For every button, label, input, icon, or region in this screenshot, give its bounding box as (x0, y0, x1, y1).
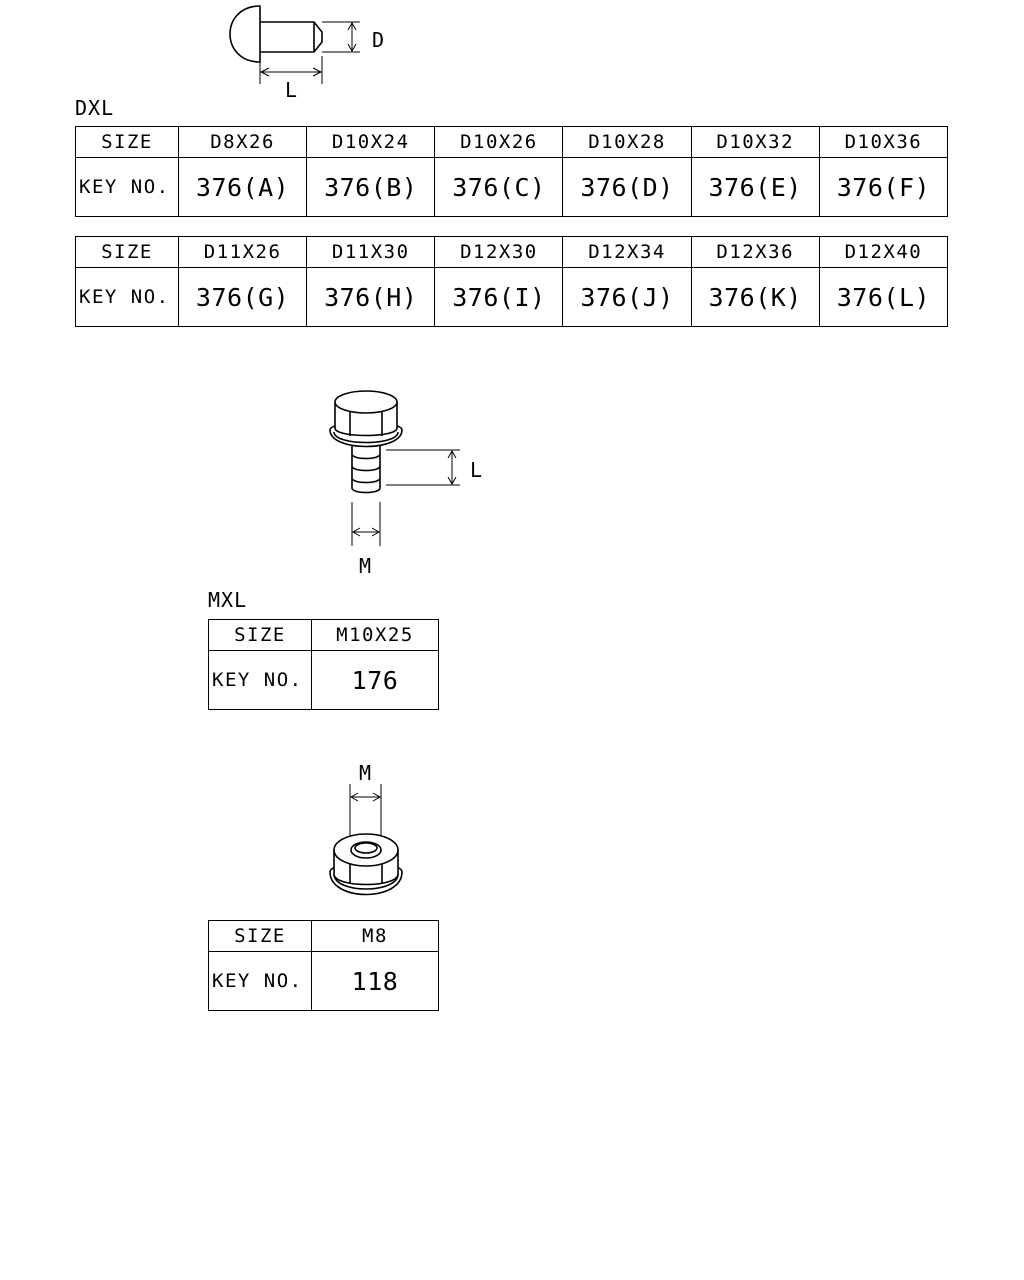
size-cell: M8 (311, 920, 439, 952)
mxl-table: SIZE M10X25 KEY NO. 176 (208, 619, 439, 710)
rivet-shank (260, 21, 323, 53)
bolt-thread-label: M (359, 554, 373, 578)
key-cell: 376(C) (434, 157, 564, 217)
size-cell: D10X26 (434, 126, 564, 158)
mxl-caption: MXL (208, 588, 248, 612)
key-header: KEY NO. (75, 267, 179, 327)
key-cell: 118 (311, 951, 439, 1011)
key-header: KEY NO. (208, 951, 312, 1011)
key-header: KEY NO. (208, 650, 312, 710)
size-cell: M10X25 (311, 619, 439, 651)
size-header: SIZE (75, 126, 179, 158)
size-cell: D12X30 (434, 236, 564, 268)
key-header: KEY NO. (75, 157, 179, 217)
size-cell: D12X34 (562, 236, 692, 268)
key-cell: 376(K) (690, 267, 820, 327)
dxl-table-2: SIZE D11X26 D11X30 D12X30 D12X34 D12X36 … (75, 236, 949, 327)
key-cell: 376(A) (177, 157, 308, 217)
key-cell: 176 (311, 650, 439, 710)
nut-thread-label: M (359, 761, 373, 785)
size-cell: D12X36 (690, 236, 820, 268)
nut-table: SIZE M8 KEY NO. 118 (208, 920, 439, 1011)
rivet-diameter-label: D (372, 28, 386, 52)
size-cell: D11X30 (306, 236, 436, 268)
size-cell: D12X40 (818, 236, 949, 268)
rivet-drawing (229, 5, 360, 84)
size-cell: D10X36 (818, 126, 949, 158)
key-cell: 376(I) (434, 267, 564, 327)
key-cell: 376(G) (177, 267, 308, 327)
size-cell: D8X26 (177, 126, 308, 158)
dxl-caption: DXL (75, 96, 115, 120)
key-cell: 376(F) (818, 157, 949, 217)
flange-nut-drawing (329, 784, 403, 896)
nut-bore (350, 841, 382, 859)
key-cell: 376(J) (562, 267, 692, 327)
size-header: SIZE (208, 619, 312, 651)
flange-bolt-drawing (329, 390, 460, 546)
size-header: SIZE (208, 920, 312, 952)
dxl-table-1: SIZE D8X26 D10X24 D10X26 D10X28 D10X32 D… (75, 126, 949, 217)
size-cell: D10X28 (562, 126, 692, 158)
key-cell: 376(H) (306, 267, 436, 327)
size-header: SIZE (75, 236, 179, 268)
size-cell: D10X32 (690, 126, 820, 158)
size-cell: D11X26 (177, 236, 308, 268)
rivet-length-label: L (285, 78, 299, 102)
key-cell: 376(B) (306, 157, 436, 217)
key-cell: 376(D) (562, 157, 692, 217)
bolt-length-label: L (470, 458, 484, 482)
size-cell: D10X24 (306, 126, 436, 158)
rivet-head (229, 5, 261, 63)
key-cell: 376(L) (818, 267, 949, 327)
key-cell: 376(E) (690, 157, 820, 217)
